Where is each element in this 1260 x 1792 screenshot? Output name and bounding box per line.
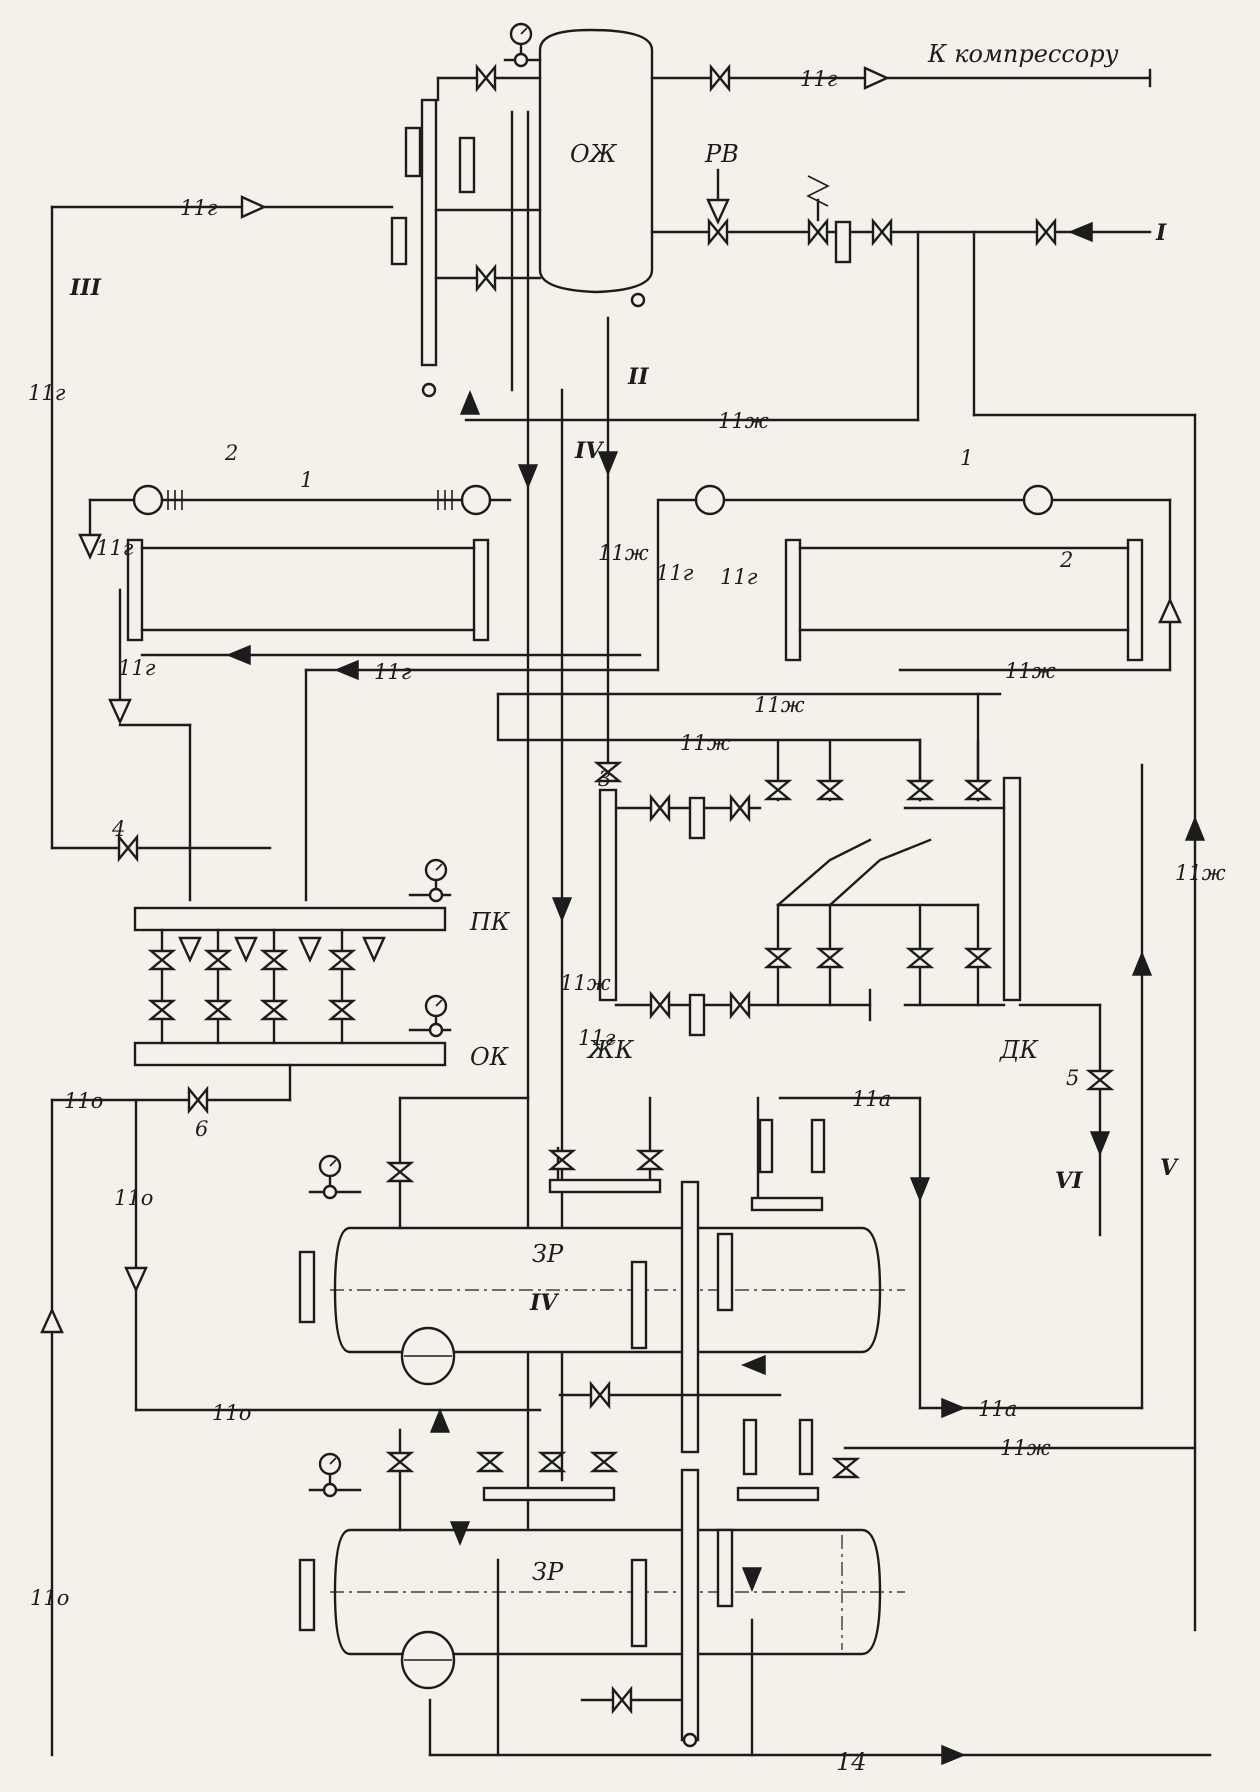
label-num-2-right: 2 [1059, 548, 1073, 572]
label-11o-b: 11о [114, 1186, 153, 1210]
label-line-14: 14 [836, 1748, 867, 1776]
label-11g-b: 11г [28, 381, 66, 405]
receiver-lower-gauge [308, 1452, 362, 1498]
oj-vessel [538, 28, 654, 294]
label-11zh-g: 11ж [560, 971, 611, 995]
line-iv [510, 110, 572, 1582]
line-11zh-top [460, 230, 1205, 1632]
label-num-1-right: 1 [960, 446, 973, 470]
label-11zh-a: 11ж [718, 409, 769, 433]
zhk-collector [598, 788, 872, 1037]
label-roman-iii: III [69, 275, 102, 301]
label-11g-a: 11г [180, 196, 218, 220]
condenser-right [658, 484, 1172, 662]
receiver-upper-valves [387, 1096, 826, 1408]
label-11zh-e: 11ж [680, 731, 731, 755]
label-roman-i: I [1155, 220, 1167, 246]
label-num-1-left: 1 [300, 468, 313, 492]
label-oj: ОЖ [570, 140, 618, 168]
condenser-left [88, 484, 512, 642]
label-11g-e: 11г [720, 565, 758, 589]
label-zhk: ЖК [586, 1036, 635, 1064]
label-11a-a: 11а [852, 1087, 891, 1111]
dk-collector [903, 776, 1113, 1237]
rv-line [650, 168, 1152, 264]
oj-heat-exchanger [390, 65, 542, 398]
label-num-6: 6 [195, 1117, 208, 1141]
label-11o-c: 11о [212, 1401, 251, 1425]
label-11g-top: 11г [800, 67, 838, 91]
receiver-upper [298, 1180, 905, 1454]
label-roman-v: V [1160, 1155, 1179, 1181]
label-11zh-d: 11ж [754, 693, 805, 717]
label-11o-d: 11о [30, 1586, 69, 1610]
line-iii [50, 195, 394, 861]
ok-collector [133, 994, 452, 1067]
label-11g-d: 11г [656, 561, 694, 585]
label-roman-vi: VI [1055, 1168, 1083, 1194]
label-11g-f: 11г [96, 536, 134, 560]
label-pk: ПК [469, 908, 511, 936]
label-11g-g: 11г [118, 656, 156, 680]
label-rv: РВ [704, 140, 739, 168]
label-zr-lower: ЗР [532, 1558, 564, 1586]
label-zr-upper: ЗР [532, 1240, 564, 1268]
pk-collector [133, 858, 452, 932]
label-num-2-left: 2 [224, 441, 238, 465]
transfer-valves [765, 740, 991, 1007]
label-11o-a: 11о [64, 1089, 103, 1113]
label-to-compressor: К компрессору [927, 40, 1119, 68]
label-roman-iv-b: IV [529, 1290, 559, 1316]
line-11a [778, 763, 1152, 1418]
line-ii [595, 316, 621, 783]
label-ok: ОК [470, 1043, 510, 1071]
label-11g-c: 11г [374, 660, 412, 684]
line-11o [40, 1063, 542, 1757]
label-num-5: 5 [1066, 1066, 1079, 1090]
label-num-3: 3 [598, 767, 611, 791]
receiver-upper-gauge [308, 1154, 362, 1200]
label-11a-b: 11а [978, 1397, 1017, 1421]
label-11zh-b: 11ж [598, 541, 649, 565]
oj-drain-valve [630, 292, 646, 308]
line-14 [428, 1558, 1212, 1765]
oj-gauge [503, 22, 542, 68]
label-dk: ДК [999, 1036, 1040, 1064]
label-roman-iv-a: IV [574, 438, 604, 464]
label-11zh-right: 11ж [1175, 861, 1226, 885]
label-num-4: 4 [111, 817, 125, 841]
to-compressor-line [650, 65, 1152, 91]
receiver-lower [298, 1468, 905, 1742]
condenser-feed-lines [78, 498, 1182, 902]
pk-ok-valves [149, 928, 386, 1045]
label-roman-ii: II [627, 364, 649, 390]
label-11zh-c: 11ж [1005, 659, 1056, 683]
label-11g-h: 11г [578, 1026, 616, 1050]
receiver-lower-valves [387, 1409, 859, 1713]
